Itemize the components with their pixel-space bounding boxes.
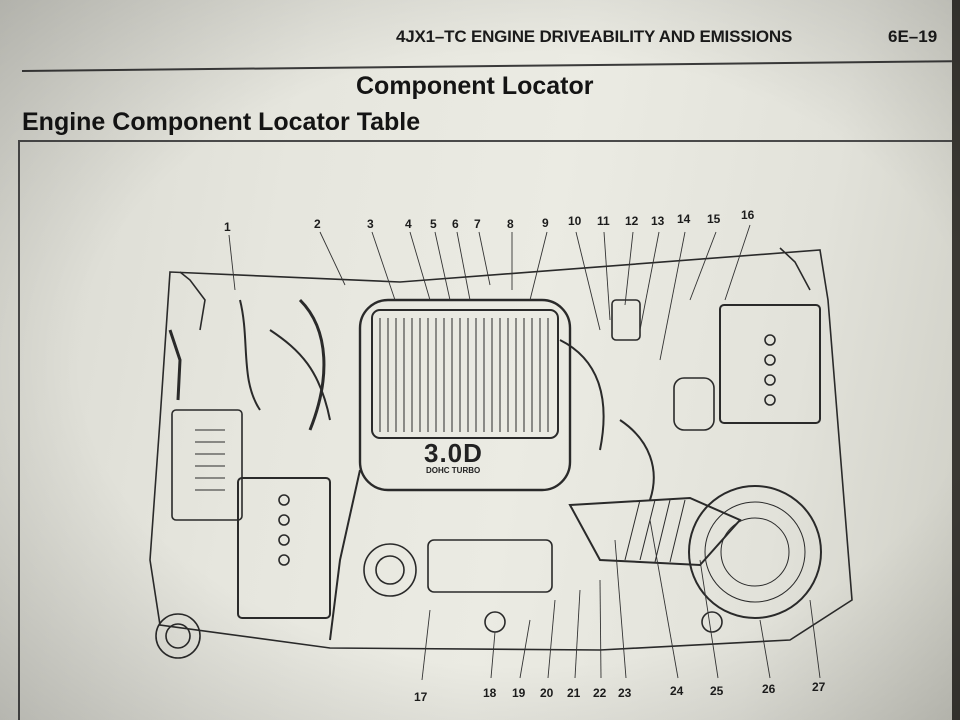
- fuel-filter: [673, 377, 715, 431]
- right-battery: [719, 304, 821, 424]
- callout-14: 14: [677, 212, 691, 226]
- callout-9: 9: [542, 216, 549, 230]
- section-title: Component Locator: [356, 72, 594, 100]
- callout-19: 19: [512, 686, 526, 700]
- fill-cap: [155, 613, 201, 659]
- engine-badge: 3.0D: [424, 438, 483, 468]
- callout-7: 7: [474, 217, 481, 231]
- engine-cover: [358, 298, 572, 492]
- figure-frame: [18, 140, 952, 720]
- intake-duct: [568, 496, 742, 567]
- callout-5: 5: [430, 217, 437, 231]
- callout-17: 17: [414, 690, 428, 704]
- callout-12: 12: [625, 214, 639, 228]
- callout-3: 3: [367, 217, 374, 231]
- engine-badge-subtext: DOHC TURBO: [426, 466, 481, 475]
- running-head: 4JX1–TC ENGINE DRIVEABILITY AND EMISSION…: [396, 27, 793, 46]
- callout-24: 24: [670, 684, 684, 698]
- engine-bay-outline: [149, 249, 853, 651]
- callout-22: 22: [593, 686, 607, 700]
- cooling-fan: [688, 485, 822, 619]
- callout-13: 13: [651, 214, 665, 228]
- callout-26: 26: [762, 682, 776, 696]
- callout-21: 21: [567, 686, 581, 700]
- callout-4: 4: [405, 217, 412, 231]
- callout-2: 2: [314, 217, 321, 231]
- callout-27: 27: [812, 680, 826, 694]
- callout-6: 6: [452, 217, 459, 231]
- callout-8: 8: [507, 217, 514, 231]
- lower-housing: [427, 539, 553, 593]
- callout-23: 23: [618, 686, 632, 700]
- callout-11: 11: [597, 214, 610, 228]
- alternator: [363, 543, 417, 597]
- page-number: 6E–19: [888, 27, 938, 46]
- callout-25: 25: [710, 684, 724, 698]
- table-title: Engine Component Locator Table: [22, 108, 421, 136]
- callout-15: 15: [707, 212, 721, 226]
- intercooler: [371, 309, 559, 439]
- callout-18: 18: [483, 686, 497, 700]
- battery: [237, 477, 331, 619]
- fuse-box: [171, 409, 243, 521]
- callout-10: 10: [568, 214, 582, 228]
- callout-20: 20: [540, 686, 554, 700]
- callout-16: 16: [741, 208, 755, 222]
- callout-1: 1: [224, 220, 231, 234]
